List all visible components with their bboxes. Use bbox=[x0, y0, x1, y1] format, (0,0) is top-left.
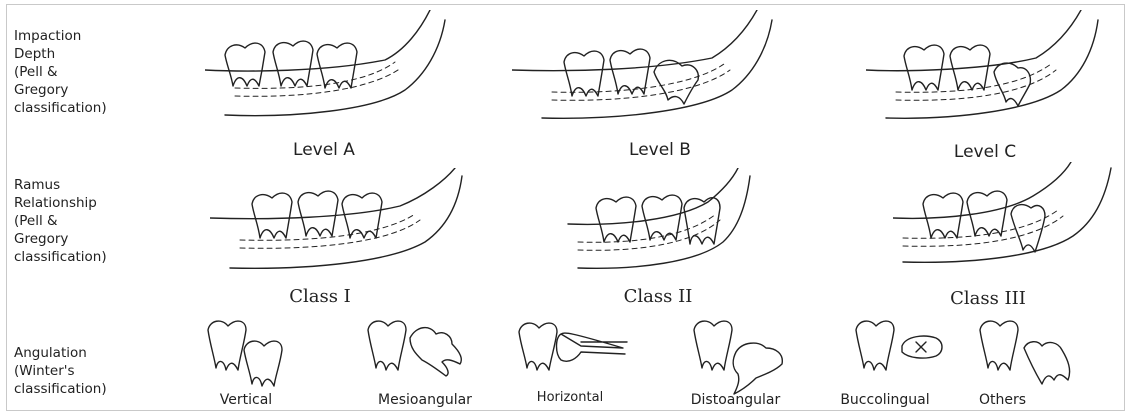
caption-level-c: Level C bbox=[885, 142, 1085, 162]
jaw-level-b-icon bbox=[512, 10, 782, 130]
jaw-class-iii-icon bbox=[893, 162, 1118, 272]
caption-level-b: Level B bbox=[560, 140, 760, 160]
caption-vertical: Vertical bbox=[181, 392, 311, 408]
jaw-class-ii-icon bbox=[558, 168, 758, 278]
jaw-class-i-icon bbox=[210, 168, 470, 278]
tooth-others-icon bbox=[972, 318, 1092, 390]
caption-distoangular: Distoangular bbox=[663, 392, 808, 408]
jaw-level-a-icon bbox=[205, 10, 455, 130]
row-label-ramus-relationship: Ramus Relationship (Pell & Gregory class… bbox=[14, 176, 107, 266]
row-label-impaction-depth: Impaction Depth (Pell & Gregory classifi… bbox=[14, 27, 107, 117]
caption-level-a: Level A bbox=[224, 140, 424, 160]
tooth-buccolingual-icon bbox=[848, 318, 958, 378]
caption-others: Others bbox=[955, 392, 1050, 408]
caption-class-ii: Class II bbox=[558, 286, 758, 307]
tooth-vertical-icon bbox=[198, 318, 298, 388]
caption-class-iii: Class III bbox=[888, 288, 1088, 309]
caption-mesioangular: Mesioangular bbox=[350, 392, 500, 408]
tooth-distoangular-icon bbox=[686, 318, 796, 396]
tooth-horizontal-icon bbox=[515, 320, 635, 380]
caption-class-i: Class I bbox=[220, 286, 420, 307]
row-label-angulation: Angulation (Winter's classification) bbox=[14, 344, 107, 398]
caption-buccolingual: Buccolingual bbox=[820, 392, 950, 408]
jaw-level-c-icon bbox=[866, 10, 1116, 130]
tooth-mesioangular-icon bbox=[360, 318, 470, 388]
caption-horizontal: Horizontal bbox=[505, 390, 635, 405]
